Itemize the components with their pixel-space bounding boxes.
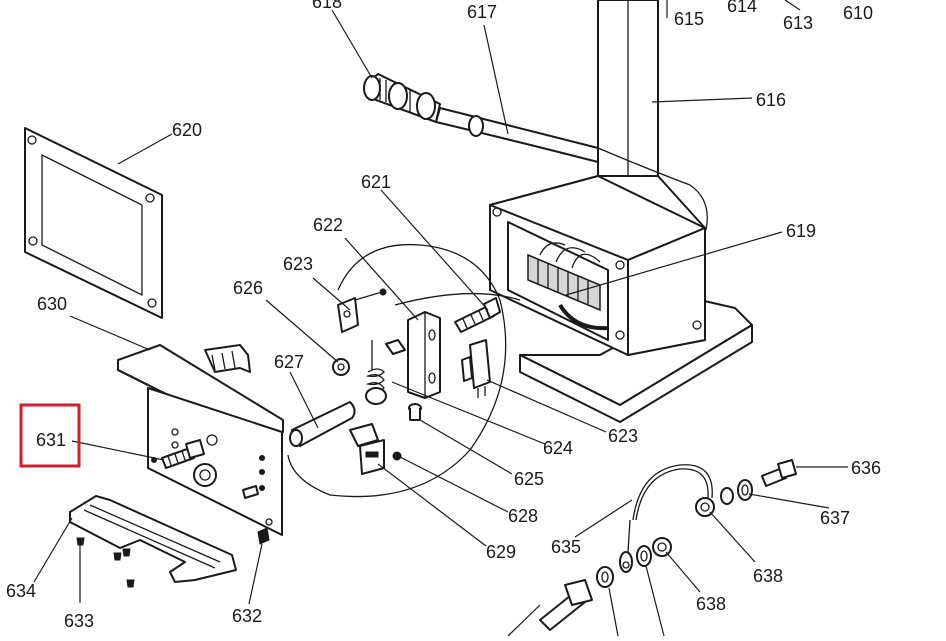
label-626: 626 — [233, 278, 263, 298]
small-bracket — [204, 344, 251, 373]
highlight-box-631 — [19, 403, 81, 468]
assembly-loop-outline — [287, 243, 507, 498]
screw-625 — [408, 403, 422, 421]
leader-lines — [33, 0, 848, 637]
label-622: 622 — [313, 215, 343, 235]
bolt-lower — [539, 579, 593, 631]
plate-630 — [117, 344, 284, 536]
label-613: 613 — [783, 13, 813, 33]
ground-cable-635 — [619, 464, 713, 573]
gasket-620 — [24, 127, 163, 319]
label-628: 628 — [508, 506, 538, 526]
label-630: 630 — [37, 294, 67, 314]
nut-626 — [332, 358, 350, 376]
bolt-636 — [761, 459, 797, 487]
label-635: 635 — [551, 537, 581, 557]
label-619: 619 — [786, 221, 816, 241]
label-624: 624 — [543, 438, 573, 458]
part-labels: 618 617 615 614 613 610 616 619 620 621 … — [6, 0, 881, 631]
label-629: 629 — [486, 542, 516, 562]
label-638-lower: 638 — [696, 594, 726, 614]
connector-618 — [363, 73, 441, 123]
label-631: 631 — [36, 430, 66, 450]
label-633: 633 — [64, 611, 94, 631]
label-616: 616 — [756, 90, 786, 110]
bracket-629 — [349, 423, 385, 475]
label-634: 634 — [6, 581, 36, 601]
label-627: 627 — [274, 352, 304, 372]
screw-632 — [257, 527, 270, 545]
rod-627 — [289, 401, 356, 447]
washers-638-lower — [596, 537, 672, 588]
label-615: 615 — [674, 9, 704, 29]
label-610: 610 — [843, 3, 873, 23]
label-637: 637 — [820, 508, 850, 528]
handle-634 — [69, 495, 237, 583]
screws-633 — [76, 537, 135, 588]
label-618: 618 — [312, 0, 342, 12]
label-617: 617 — [467, 2, 497, 22]
bolt-631 — [161, 439, 205, 469]
ball-628 — [392, 451, 402, 461]
cable-617 — [435, 107, 708, 231]
label-614: 614 — [727, 0, 757, 16]
spring-624 — [365, 340, 387, 405]
junction-box-619 — [489, 175, 753, 423]
label-636: 636 — [851, 458, 881, 478]
label-632: 632 — [232, 606, 262, 626]
label-638-upper: 638 — [753, 566, 783, 586]
screw-621 — [454, 297, 501, 333]
label-623-upper: 623 — [283, 254, 313, 274]
label-623-lower: 623 — [608, 426, 638, 446]
washers-638-upper — [695, 479, 753, 517]
bracket-622 — [385, 311, 441, 399]
switch-623-lower — [461, 339, 491, 398]
label-625: 625 — [514, 469, 544, 489]
screw-small — [242, 485, 259, 499]
switch-623-upper — [337, 288, 387, 333]
label-620: 620 — [172, 120, 202, 140]
label-621: 621 — [361, 172, 391, 192]
